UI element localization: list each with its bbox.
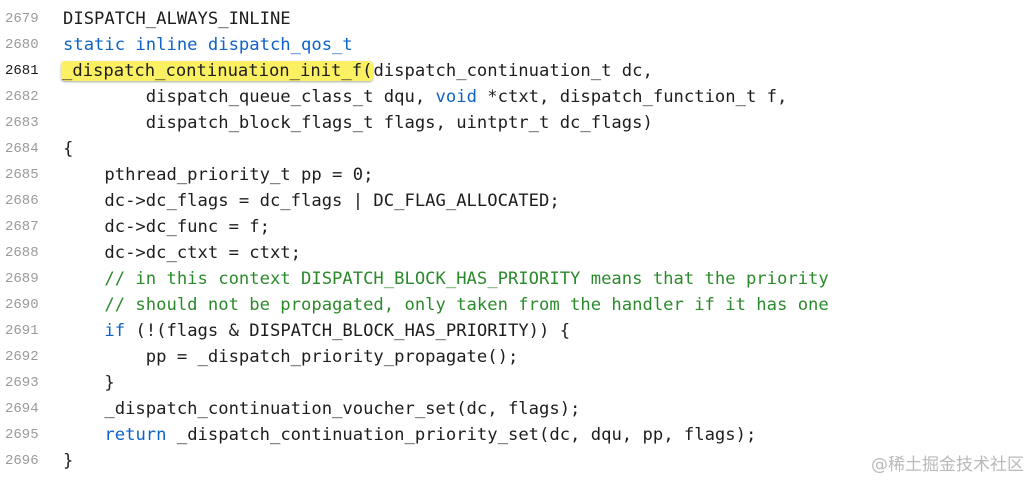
line-number-gutter bbox=[0, 0, 50, 488]
code-token: _dispatch_continuation_voucher_set(dc, f… bbox=[63, 399, 581, 419]
line-number: 2682 bbox=[5, 89, 39, 105]
line-number: 2689 bbox=[5, 271, 39, 287]
code-line[interactable]: 2693 } bbox=[0, 370, 1034, 396]
comment-token: // in this context DISPATCH_BLOCK_HAS_PR… bbox=[63, 269, 829, 289]
code-text: dispatch_queue_class_t dqu, void *ctxt, … bbox=[63, 86, 788, 108]
line-number: 2688 bbox=[5, 245, 39, 261]
line-number: 2694 bbox=[5, 401, 39, 417]
code-token: pp = _dispatch_priority_propagate(); bbox=[63, 347, 519, 367]
code-text: _dispatch_continuation_init_f(dispatch_c… bbox=[61, 60, 653, 82]
code-line[interactable]: 2690 // should not be propagated, only t… bbox=[0, 292, 1034, 318]
line-number: 2683 bbox=[5, 115, 39, 131]
code-line[interactable]: 2684 { bbox=[0, 136, 1034, 162]
code-text: _dispatch_continuation_voucher_set(dc, f… bbox=[63, 398, 580, 420]
code-text: if (!(flags & DISPATCH_BLOCK_HAS_PRIORIT… bbox=[63, 320, 570, 342]
line-number: 2692 bbox=[5, 349, 39, 365]
code-line[interactable]: 2688 dc->dc_ctxt = ctxt; bbox=[0, 240, 1034, 266]
code-text: DISPATCH_ALWAYS_INLINE bbox=[63, 8, 291, 30]
keyword-token: void bbox=[435, 87, 477, 107]
watermark: @稀土掘金技术社区 bbox=[871, 455, 1024, 475]
code-text: static inline dispatch_qos_t bbox=[63, 34, 353, 56]
code-line[interactable]: 2691 if (!(flags & DISPATCH_BLOCK_HAS_PR… bbox=[0, 318, 1034, 344]
code-text: dc->dc_flags = dc_flags | DC_FLAG_ALLOCA… bbox=[63, 190, 560, 212]
line-number: 2691 bbox=[5, 323, 39, 339]
code-line[interactable]: 2696} bbox=[0, 448, 1034, 474]
code-text: dc->dc_ctxt = ctxt; bbox=[63, 242, 301, 264]
line-number: 2687 bbox=[5, 219, 39, 235]
highlighted-function-name: _dispatch_continuation_init_f( bbox=[61, 61, 374, 81]
code-text: { bbox=[63, 138, 73, 160]
keyword-token: return bbox=[104, 425, 167, 445]
code-token bbox=[63, 425, 104, 445]
code-token: dispatch_block_flags_t flags, uintptr_t … bbox=[63, 113, 653, 133]
code-text: pp = _dispatch_priority_propagate(); bbox=[63, 346, 519, 368]
code-token: dc->dc_flags = dc_flags | DC_FLAG_ALLOCA… bbox=[63, 191, 560, 211]
code-line[interactable]: 2689 // in this context DISPATCH_BLOCK_H… bbox=[0, 266, 1034, 292]
code-line[interactable]: 2695 return _dispatch_continuation_prior… bbox=[0, 422, 1034, 448]
code-line[interactable]: 2687 dc->dc_func = f; bbox=[0, 214, 1034, 240]
code-line[interactable]: 2686 dc->dc_flags = dc_flags | DC_FLAG_A… bbox=[0, 188, 1034, 214]
line-number: 2685 bbox=[5, 167, 39, 183]
code-text: pthread_priority_t pp = 0; bbox=[63, 164, 373, 186]
code-token: (!(flags & DISPATCH_BLOCK_HAS_PRIORITY))… bbox=[125, 321, 571, 341]
code-text: dispatch_block_flags_t flags, uintptr_t … bbox=[63, 112, 653, 134]
code-token: DISPATCH_ALWAYS_INLINE bbox=[63, 9, 291, 29]
line-number: 2696 bbox=[5, 453, 39, 469]
code-token: dc->dc_func = f; bbox=[63, 217, 270, 237]
code-line[interactable]: 2682 dispatch_queue_class_t dqu, void *c… bbox=[0, 84, 1034, 110]
code-text: return _dispatch_continuation_priority_s… bbox=[63, 424, 756, 446]
code-line[interactable]: 2680 static inline dispatch_qos_t bbox=[0, 32, 1034, 58]
line-number: 2681 bbox=[5, 63, 39, 79]
line-number: 2690 bbox=[5, 297, 39, 313]
code-token: _dispatch_continuation_priority_set(dc, … bbox=[166, 425, 757, 445]
code-text: // should not be propagated, only taken … bbox=[63, 294, 829, 316]
line-number: 2680 bbox=[5, 37, 39, 53]
line-number: 2684 bbox=[5, 141, 39, 157]
code-token: dc->dc_ctxt = ctxt; bbox=[63, 243, 301, 263]
code-line[interactable]: 2692 pp = _dispatch_priority_propagate()… bbox=[0, 344, 1034, 370]
code-token: } bbox=[63, 373, 115, 393]
line-number: 2686 bbox=[5, 193, 39, 209]
code-line[interactable]: 2679 DISPATCH_ALWAYS_INLINE bbox=[0, 6, 1034, 32]
code-text: // in this context DISPATCH_BLOCK_HAS_PR… bbox=[63, 268, 829, 290]
code-token: dispatch_continuation_t dc, bbox=[373, 61, 653, 81]
code-token: { bbox=[63, 139, 74, 159]
code-token: dispatch_queue_class_t dqu, bbox=[63, 87, 436, 107]
keyword-token: if bbox=[104, 321, 126, 341]
line-number: 2679 bbox=[5, 11, 39, 27]
code-token: pthread_priority_t pp = 0; bbox=[63, 165, 374, 185]
code-line[interactable]: 2683 dispatch_block_flags_t flags, uintp… bbox=[0, 110, 1034, 136]
code-line[interactable]: 2694 _dispatch_continuation_voucher_set(… bbox=[0, 396, 1034, 422]
line-number: 2695 bbox=[5, 427, 39, 443]
keyword-token: static inline dispatch_qos_t bbox=[63, 35, 353, 55]
line-number: 2693 bbox=[5, 375, 39, 391]
code-token: } bbox=[63, 451, 74, 471]
code-token: *ctxt, dispatch_function_t f, bbox=[476, 87, 788, 107]
code-text: dc->dc_func = f; bbox=[63, 216, 270, 238]
code-token bbox=[63, 321, 104, 341]
code-text: } bbox=[63, 450, 73, 472]
code-line[interactable]: 2685 pthread_priority_t pp = 0; bbox=[0, 162, 1034, 188]
code-line[interactable]: 2681 _dispatch_continuation_init_f(dispat… bbox=[0, 58, 1034, 84]
code-text: } bbox=[63, 372, 115, 394]
comment-token: // should not be propagated, only taken … bbox=[63, 295, 829, 315]
